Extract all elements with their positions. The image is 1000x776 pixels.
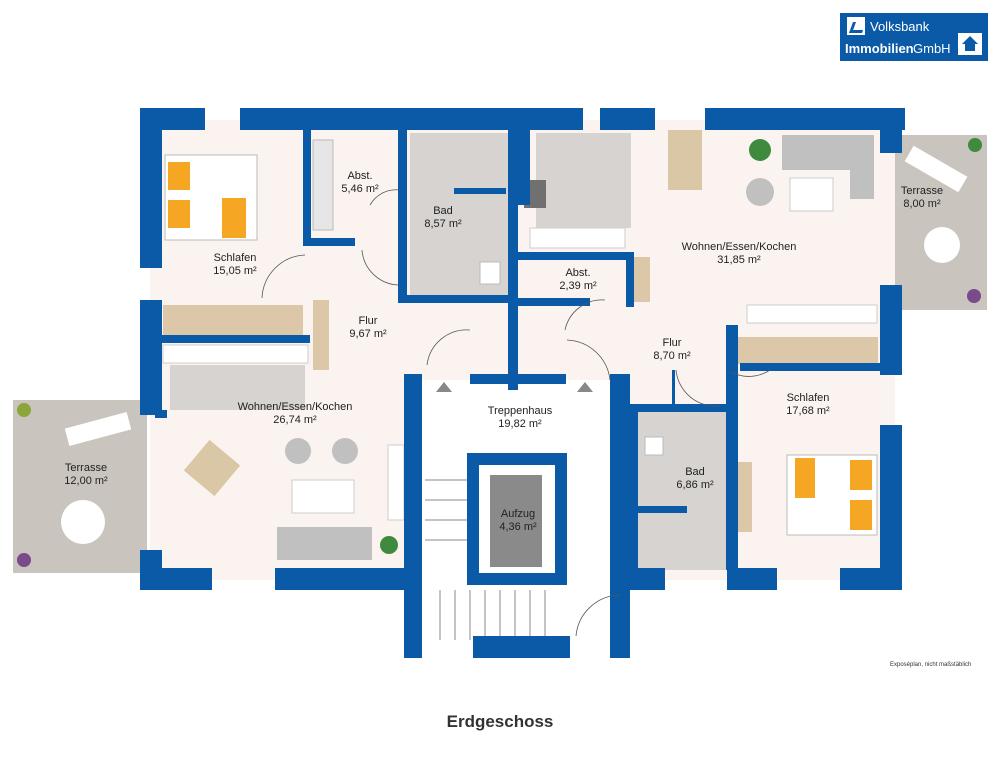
room-area: 26,74 m²	[273, 414, 317, 426]
stair-arrow-right	[577, 382, 593, 392]
washbasin-icon	[644, 436, 664, 456]
room-area: 31,85 m²	[717, 254, 761, 266]
plant-icon	[749, 139, 771, 161]
room-area: 19,82 m²	[498, 418, 542, 430]
blanket-accent	[795, 458, 815, 498]
table-left	[183, 439, 241, 497]
room-name: Schlafen	[213, 252, 257, 264]
plant-icon	[380, 536, 398, 554]
room-label-treppenhaus: Treppenhaus 19,82 m²	[488, 405, 552, 431]
room-area: 12,00 m²	[64, 475, 108, 487]
room-label-schlafen-left: Schlafen 15,05 m²	[213, 252, 256, 278]
elevator-cabin	[490, 475, 542, 567]
room-area: 17,68 m²	[786, 405, 830, 417]
room-label-flur-right: Flur 8,70 m²	[653, 337, 690, 363]
closet-abst	[312, 139, 334, 231]
room-name: Abst.	[347, 170, 373, 182]
room-name: Bad	[685, 466, 705, 478]
room-name: Terrasse	[64, 462, 108, 474]
stairs	[425, 479, 546, 640]
wardrobe-left	[163, 305, 303, 335]
plant-icon	[968, 138, 982, 152]
room-name: Schlafen	[786, 392, 830, 404]
room-name: Wohnen/Essen/Kochen	[237, 401, 353, 413]
kitchen-counter-left	[162, 344, 309, 364]
room-name: Aufzug	[500, 508, 536, 520]
room-label-flur-left: Flur 9,67 m²	[349, 315, 386, 341]
pillow-icon	[168, 162, 190, 190]
chair-icon	[285, 438, 311, 464]
sideboard	[313, 300, 329, 370]
coffee-table-right	[789, 177, 834, 212]
room-label-terrasse-right: Terrasse 8,00 m²	[901, 185, 943, 211]
room-area: 15,05 m²	[213, 265, 257, 277]
volksbank-v-icon	[847, 17, 865, 35]
table-right	[668, 130, 702, 190]
room-area: 5,46 m²	[341, 183, 379, 195]
tv-board	[387, 444, 405, 521]
room-area: 6,86 m²	[676, 479, 714, 491]
scale-note: Exposéplan, nicht maßstäblich	[890, 662, 972, 668]
logo-line2-bold: Immobilien	[845, 41, 914, 56]
kitchen-left-tiles	[170, 365, 305, 410]
room-label-schlafen-right: Schlafen 17,68 m²	[786, 392, 829, 418]
room-area: 8,00 m²	[903, 198, 941, 210]
pillow-icon	[850, 460, 872, 490]
walls	[140, 108, 905, 658]
door-swings	[261, 189, 771, 637]
room-area: 8,57 m²	[424, 218, 462, 230]
room-label-terrasse-left: Terrasse 12,00 m²	[64, 462, 107, 488]
terrace-table-right	[924, 227, 960, 263]
room-name: Abst.	[565, 267, 591, 279]
room-area: 4,36 m²	[499, 521, 537, 533]
blanket-accent	[222, 198, 246, 238]
room-label-bad-right: Bad 6,86 m²	[676, 466, 713, 492]
room-area: 9,67 m²	[349, 328, 387, 340]
sunbed-right	[904, 145, 968, 193]
sunbed-left	[64, 412, 132, 446]
chair-icon	[332, 438, 358, 464]
pillow-icon	[850, 500, 872, 530]
logo-line1: Volksbank	[870, 19, 930, 34]
room-label-aufzug: Aufzug 4,36 m²	[499, 508, 536, 534]
tv-board-right	[746, 304, 878, 324]
sofa-right-side	[850, 135, 874, 199]
room-label-bad-top: Bad 8,57 m²	[424, 205, 461, 231]
room-name: Bad	[433, 205, 453, 217]
stair-arrow-left	[436, 382, 452, 392]
pillow-icon	[168, 200, 190, 228]
plant-icon	[17, 553, 31, 567]
kitchen-counter-right	[529, 227, 626, 249]
armchair-icon	[746, 178, 774, 206]
house-icon	[958, 33, 982, 55]
logo-line2-rest: GmbH	[913, 41, 951, 56]
room-label-wohnen-left: Wohnen/Essen/Kochen 26,74 m²	[238, 401, 353, 427]
plant-icon	[967, 289, 981, 303]
kitchen-right-tiles	[536, 133, 631, 228]
sofa-left	[277, 527, 372, 560]
room-label-abst-left: Abst. 5,46 m²	[341, 170, 378, 196]
room-label-abst-mid: Abst. 2,39 m²	[559, 267, 596, 293]
room-name: Flur	[662, 337, 682, 349]
company-logo: Volksbank Immobilien GmbH	[840, 13, 988, 61]
shelf-abst-mid	[633, 257, 650, 302]
wardrobe-right	[738, 337, 878, 364]
dresser-right	[738, 462, 752, 532]
plant-icon	[17, 403, 31, 417]
room-name: Terrasse	[900, 185, 944, 197]
room-name: Flur	[358, 315, 378, 327]
floor-title: Erdgeschoss	[446, 712, 554, 731]
terrace-table-left	[61, 500, 105, 544]
room-name: Wohnen/Essen/Kochen	[681, 241, 797, 253]
washbasin-icon	[479, 261, 501, 285]
room-area: 8,70 m²	[653, 350, 691, 362]
coffee-table	[291, 479, 355, 514]
room-label-wohnen-right: Wohnen/Essen/Kochen 31,85 m²	[682, 241, 797, 267]
room-area: 2,39 m²	[559, 280, 597, 292]
room-name: Treppenhaus	[487, 405, 553, 417]
